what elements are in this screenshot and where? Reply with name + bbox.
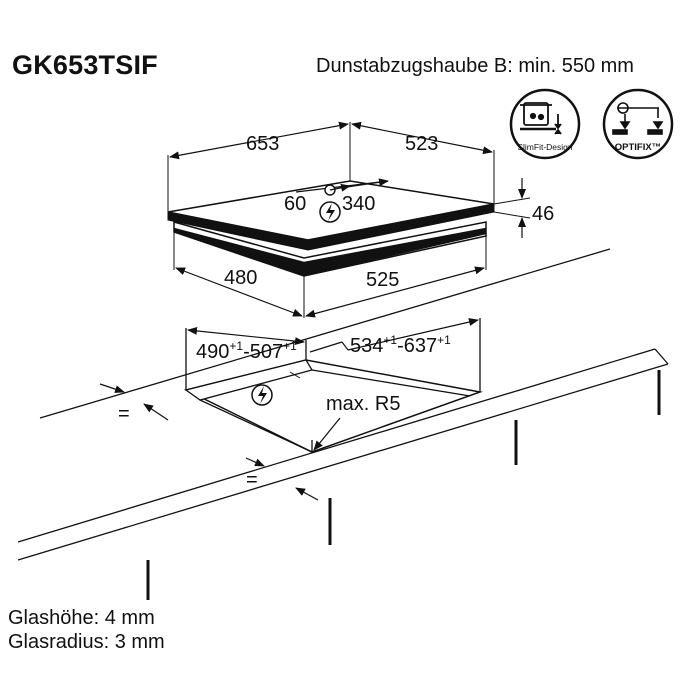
cutout-width-tol-1: +1 (383, 333, 397, 347)
equal-spacing-left: = (118, 403, 130, 425)
power-connection-icon (319, 201, 341, 223)
optifix-label: OPTIFIX™ (615, 142, 661, 153)
dim-bottom-depth: 480 (224, 267, 257, 289)
cutout-width-base: 534 (350, 335, 383, 357)
optifix-badge: OPTIFIX™ (602, 88, 674, 160)
slimfit-label: SlimFit-Design (517, 142, 573, 152)
dim-connector-offset: 60 (284, 193, 306, 215)
glass-height-note: Glashöhe: 4 mm (8, 607, 155, 629)
pot-on-hob-icon (520, 102, 562, 135)
cutout-depth-tol-2: +1 (283, 339, 297, 353)
clamp-fixing-icon (612, 102, 664, 135)
equal-spacing-front: = (246, 469, 258, 491)
dim-height: 46 (532, 203, 554, 225)
worktop-drawing (17, 248, 669, 600)
model-title: GK653TSIF (12, 50, 158, 80)
slimfit-badge: SlimFit-Design (509, 88, 581, 160)
dim-width: 523 (405, 133, 438, 155)
dim-cutout-depth: 490+1-507+1 (196, 339, 297, 363)
hood-requirement-text: Dunstabzugshaube B: min. 550 mm (316, 55, 634, 77)
cutout-dimension-lines (99, 318, 479, 501)
dim-cutout-width: 534+1-637+1 (350, 333, 451, 357)
cutout-depth-base: 490 (196, 341, 229, 363)
cutout-width-sep: -637 (397, 335, 437, 357)
dim-bottom-width: 525 (366, 269, 399, 291)
dim-connector-distance: 340 (342, 193, 375, 215)
hob-dimension-lines (169, 121, 526, 318)
dim-corner-radius: max. R5 (326, 393, 400, 415)
cutout-power-icon (251, 384, 273, 406)
hob-drawing (167, 122, 531, 318)
cutout-depth-sep: -507 (243, 341, 283, 363)
cutout-width-tol-2: +1 (437, 333, 451, 347)
dim-depth: 653 (246, 133, 279, 155)
cutout-depth-tol-1: +1 (229, 339, 243, 353)
glass-radius-note: Glasradius: 3 mm (8, 631, 165, 653)
